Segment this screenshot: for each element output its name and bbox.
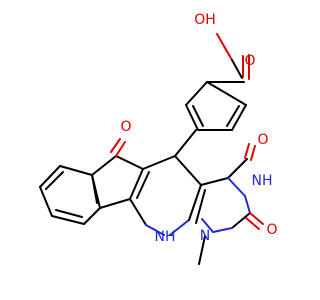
chemical-structure-diagram: OH O O O NH O NH N [39,12,278,265]
upper-carbonyl-oxygen-label: O [257,132,268,148]
ketone-oxygen-label: O [120,119,131,135]
benzoic-acid-fragment [185,33,250,131]
indane-benzene-ring [39,165,101,225]
lower-carbonyl-oxygen-label: O [266,222,277,238]
ring-nh-label: NH [155,229,176,245]
indeno-pyrimidine-core [91,129,264,265]
carboxyl-oxygen-label: O [244,53,255,69]
carboxyl-oh-label: OH [194,12,216,28]
methyl-nitrogen-label: N [200,228,210,244]
imide-nh-label: NH [252,173,273,189]
